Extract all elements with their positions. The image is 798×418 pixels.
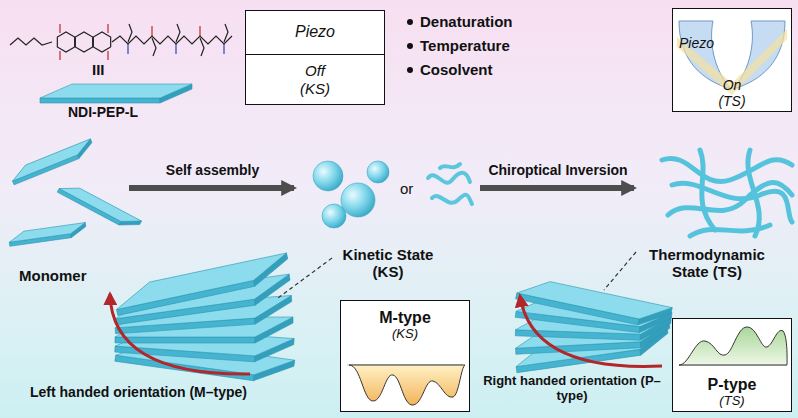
chirality-label: M-type [379,309,431,327]
state-box: Piezo On (TS) [672,8,792,112]
stage-node: Monomer [5,140,125,286]
leader-line [278,258,332,298]
state-box: Piezo [245,10,385,55]
bullet [407,19,413,25]
monomer-slab [8,223,87,247]
chemical-structure [10,24,232,60]
process-arrow [129,185,294,191]
stimulus-item: Denaturation [420,13,513,30]
fibers [662,150,792,236]
process-arrow [480,185,634,191]
ndi-slab [40,84,192,103]
rotation-arrow [520,296,662,366]
state-box: M-type(KS) [340,300,470,412]
state-box: P-type(TS) [672,318,792,412]
stimulus-item: Temperature [420,37,510,54]
stage-label: Kinetic State (KS) [333,246,443,281]
monomer-slab [9,139,96,185]
stage-node: Kinetic State (KS) [300,140,476,282]
orientation-caption: Left handed orientation (M–type) [30,384,247,400]
chirality-label: P-type [708,376,757,394]
orientation-caption: Right handed orientation (P–type) [476,374,668,404]
edge-label: Chiroptical Inversion [488,162,627,178]
kinetic-aggregates [313,161,472,228]
state-label: Piezo [295,23,335,41]
stacked-slab-left [112,253,292,315]
stimulus-item: Cosolvent [420,61,493,78]
stage-label: Monomer [19,267,87,284]
bullet [407,67,413,73]
stack-symbol: III [92,61,105,78]
edge-label: Self assembly [166,162,259,178]
compound-name: NDI-PEP-L [68,104,138,120]
bullet [407,43,413,49]
leader-line [604,252,636,290]
chirality-label: (KS) [392,327,418,342]
rotation-arrow [110,294,250,374]
state-label: Piezo [679,35,714,51]
stage-label: Thermodynamic State (TS) [642,246,772,281]
stage-node: Thermodynamic State (TS) [640,140,794,282]
stacked-slab-right [516,275,673,331]
state-box: Off (KS) [245,55,385,105]
conjunction: or [400,180,413,197]
state-label: On (TS) [712,77,752,109]
state-label: Off (KS) [291,62,339,97]
chirality-label: (TS) [719,394,744,409]
